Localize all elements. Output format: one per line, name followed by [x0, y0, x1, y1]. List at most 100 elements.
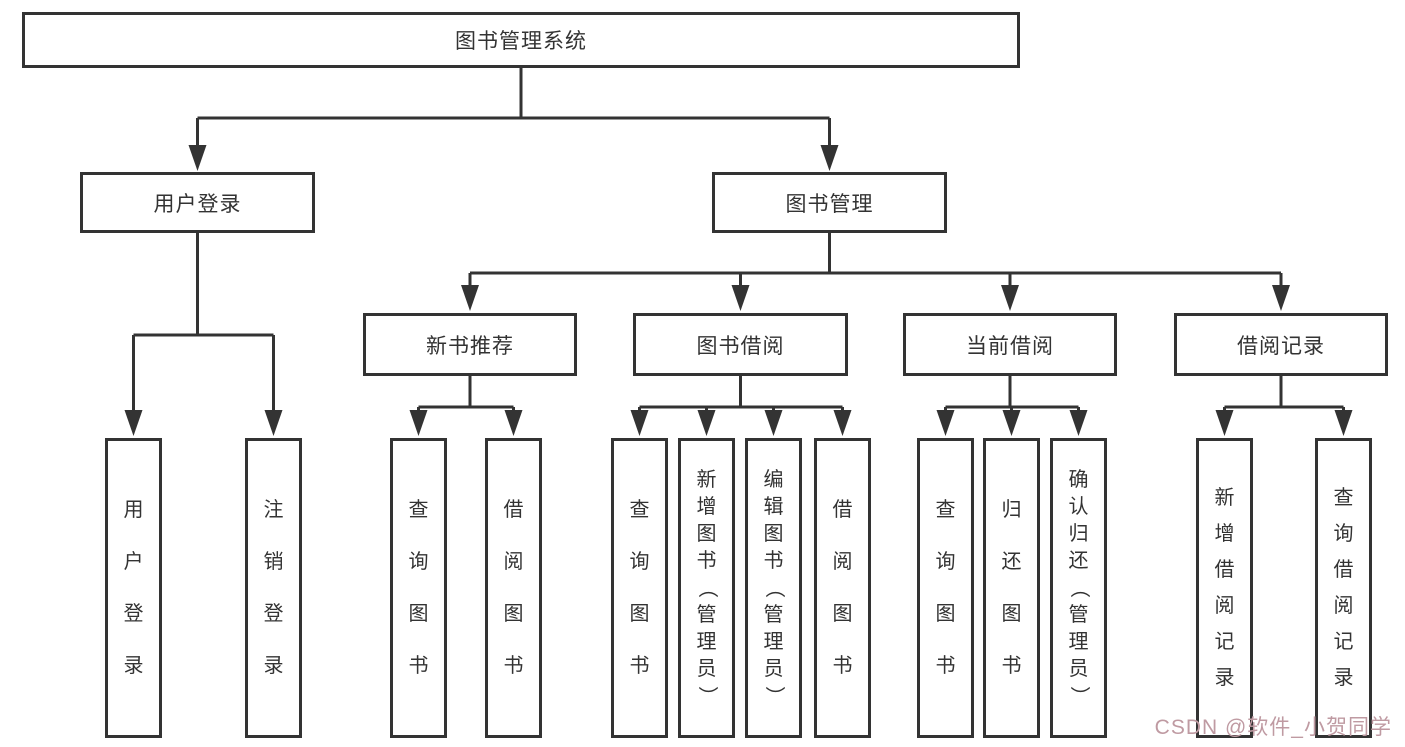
- leaf-label-char: 还: [1068, 550, 1089, 572]
- leaf-label-char: 借: [832, 499, 853, 521]
- leaf-edit-books-admin: 编辑图书 （ 管理员 ）: [745, 438, 802, 738]
- leaf-label-char: 录: [263, 655, 284, 677]
- leaf-label-char: 借: [1333, 559, 1354, 581]
- node-book-management: 图书管理: [712, 172, 947, 233]
- leaf-label-char: 图: [503, 603, 524, 625]
- leaf-label-char: （: [695, 578, 718, 598]
- arrow-down-icon: [1215, 410, 1234, 436]
- arrow-down-icon: [461, 285, 479, 311]
- leaf-label-char: 户: [123, 551, 144, 573]
- connector-borrow-records: [1223, 376, 1345, 415]
- connector-user-login: [132, 233, 275, 415]
- leaf-label-char: 增: [696, 496, 717, 518]
- leaf-label-char: 询: [629, 551, 650, 573]
- leaf-label-char: 确: [1068, 469, 1089, 491]
- arrow-down-icon: [630, 410, 649, 436]
- leaf-logout-login: 注销登录: [245, 438, 302, 738]
- leaf-label-char: 还: [1001, 551, 1022, 573]
- leaf-borrow-books: 借阅图书: [814, 438, 871, 738]
- leaf-label-char: ）: [695, 686, 718, 706]
- watermark: CSDN @软件_小贺同学: [1154, 716, 1392, 739]
- leaf-label-char: 借: [1214, 559, 1235, 581]
- leaf-label-char: 借: [503, 499, 524, 521]
- leaf-label-char: 查: [935, 499, 956, 521]
- leaf-user-login: 用户登录: [105, 438, 162, 738]
- node-user-login: 用户登录: [80, 172, 315, 233]
- node-new-book-recommend: 新书推荐: [363, 313, 577, 376]
- leaf-label-char: 员: [1068, 658, 1089, 680]
- leaf-label-char: 记: [1214, 631, 1235, 653]
- leaf-label-char: 询: [408, 551, 429, 573]
- connector-current-borrow: [944, 376, 1080, 415]
- leaf-label-char: 书: [408, 655, 429, 677]
- leaf-label-char: 新: [1214, 487, 1235, 509]
- connector-root: [196, 68, 831, 150]
- arrow-down-icon: [1069, 410, 1088, 436]
- leaf-borrow-books-recommend: 借阅图书: [485, 438, 542, 738]
- leaf-label-char: 录: [123, 655, 144, 677]
- leaf-label-char: 管: [696, 604, 717, 626]
- leaf-label-char: 理: [1068, 631, 1089, 653]
- arrow-down-icon: [1001, 285, 1019, 311]
- arrow-down-icon: [764, 410, 783, 436]
- leaf-label-char: 书: [763, 550, 784, 572]
- leaf-label-char: 书: [935, 655, 956, 677]
- leaf-confirm-return-admin: 确认归还（管理员）: [1050, 438, 1107, 738]
- leaf-label-char: 管: [1068, 604, 1089, 626]
- connector-book-management: [468, 233, 1283, 290]
- leaf-query-books-borrow: 查询图书: [611, 438, 668, 738]
- leaf-label-char: 增: [1214, 523, 1235, 545]
- leaf-label-char: 阅: [832, 551, 853, 573]
- leaf-query-books-recommend: 查询图书: [390, 438, 447, 738]
- leaf-label-char: 查: [629, 499, 650, 521]
- leaf-label-char: 图: [763, 523, 784, 545]
- leaf-label-char: 询: [935, 551, 956, 573]
- arrow-down-icon: [731, 285, 750, 311]
- leaf-label-char: 员: [763, 658, 784, 680]
- leaf-label-char: ）: [762, 686, 785, 706]
- arrow-down-icon: [697, 410, 716, 436]
- leaf-label-char: 理: [696, 631, 717, 653]
- leaf-label-char: （: [762, 578, 785, 598]
- leaf-label-char: 管: [763, 604, 784, 626]
- leaf-label-char: 用: [123, 499, 144, 521]
- connector-new-book-recommend: [417, 376, 515, 415]
- leaf-label-char: 归: [1001, 499, 1022, 521]
- leaf-label-char: 阅: [1214, 595, 1235, 617]
- leaf-add-borrow-record: 新增借阅记录: [1196, 438, 1253, 738]
- leaf-label-char: 注: [263, 499, 284, 521]
- node-book-borrow: 图书借阅: [633, 313, 848, 376]
- arrow-down-icon: [1334, 410, 1353, 436]
- leaf-label-char: 阅: [503, 551, 524, 573]
- leaf-label-char: 图: [696, 523, 717, 545]
- leaf-label-char: 书: [1001, 655, 1022, 677]
- leaf-label-char: 辑: [763, 496, 784, 518]
- leaf-label-char: 录: [1333, 667, 1354, 689]
- leaf-label-char: （: [1067, 578, 1090, 598]
- leaf-return-books: 归还图书: [983, 438, 1040, 738]
- leaf-label-char: 阅: [1333, 595, 1354, 617]
- leaf-label-char: 员: [696, 658, 717, 680]
- leaf-label-char: 新: [696, 469, 717, 491]
- leaf-label-char: 编: [763, 469, 784, 491]
- leaf-label-char: 理: [763, 631, 784, 653]
- leaf-label-char: 图: [832, 603, 853, 625]
- arrow-down-icon: [409, 410, 428, 436]
- arrow-down-icon: [936, 410, 955, 436]
- arrow-down-icon: [820, 145, 839, 171]
- leaf-label-char: 书: [503, 655, 524, 677]
- node-borrow-records: 借阅记录: [1174, 313, 1388, 376]
- leaf-label-char: 认: [1068, 496, 1089, 518]
- leaf-label-char: 询: [1333, 523, 1354, 545]
- connector-line-group: [132, 68, 1345, 415]
- leaf-label-char: 图: [935, 603, 956, 625]
- leaf-label-char: 记: [1333, 631, 1354, 653]
- leaf-add-books-admin: 新增图书（管理员）: [678, 438, 735, 738]
- leaf-query-books-current: 查询图书: [917, 438, 974, 738]
- arrow-down-icon: [504, 410, 523, 436]
- leaf-label-char: 书: [832, 655, 853, 677]
- connector-book-borrow: [638, 376, 844, 415]
- leaf-label-char: 销: [263, 551, 284, 573]
- arrow-down-icon: [1002, 410, 1021, 436]
